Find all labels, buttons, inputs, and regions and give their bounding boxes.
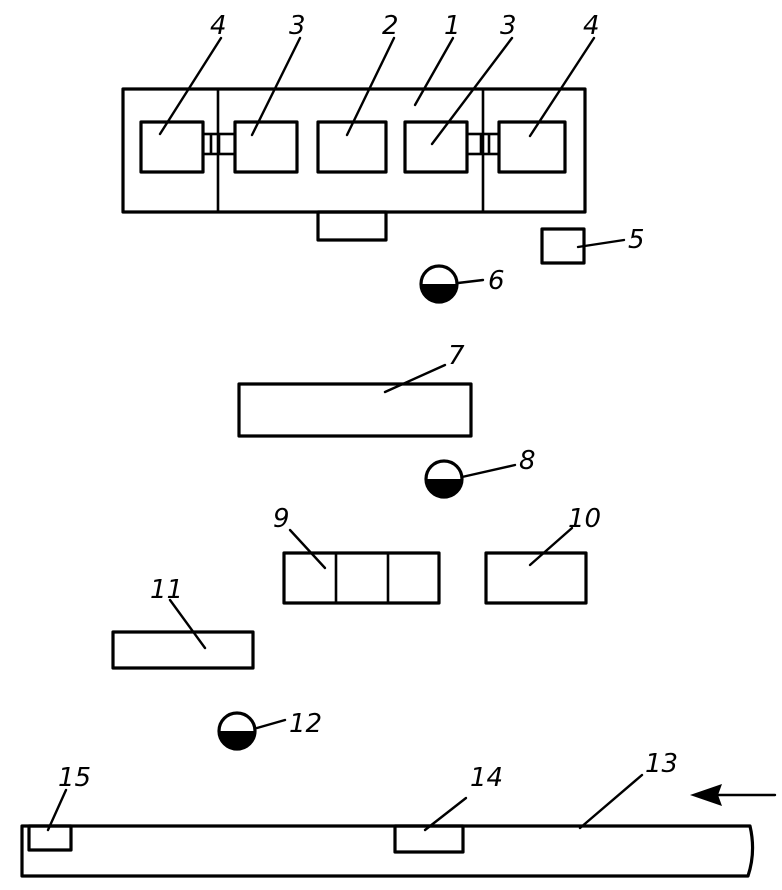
unit-4-right (497, 120, 567, 174)
label-3-right: 3 (500, 11, 517, 41)
label-4-left: 4 (210, 11, 227, 41)
label-3-left: 3 (289, 11, 306, 41)
label-8: 8 (519, 446, 536, 476)
label-7: 7 (448, 341, 465, 371)
label-11: 11 (150, 575, 183, 605)
block-15 (27, 824, 73, 852)
lamp-8 (424, 459, 464, 499)
unit-3-left (233, 120, 299, 174)
label-15: 15 (58, 763, 91, 793)
label-4-right: 4 (583, 11, 600, 41)
block-7 (237, 382, 473, 438)
label-10: 10 (568, 504, 601, 534)
block-14 (393, 824, 465, 854)
block-10 (484, 551, 588, 605)
block-9 (282, 551, 441, 605)
label-14: 14 (470, 763, 503, 793)
label-12: 12 (289, 709, 322, 739)
label-9: 9 (273, 504, 290, 534)
lamp-6 (419, 264, 459, 304)
housing-1 (121, 87, 587, 242)
arrow-left-icon (690, 784, 777, 806)
lamp-12 (217, 711, 257, 751)
connector-left (201, 132, 237, 156)
label-2: 2 (382, 11, 399, 41)
label-13: 13 (645, 749, 678, 779)
block-11 (111, 630, 255, 670)
label-5: 5 (628, 225, 645, 255)
unit-3-right (403, 120, 469, 174)
unit-2 (316, 120, 388, 174)
label-1: 1 (444, 11, 461, 41)
unit-4-left (139, 120, 205, 174)
label-6: 6 (488, 266, 505, 296)
leader-lines (46, 36, 644, 832)
strip-13 (20, 824, 755, 878)
